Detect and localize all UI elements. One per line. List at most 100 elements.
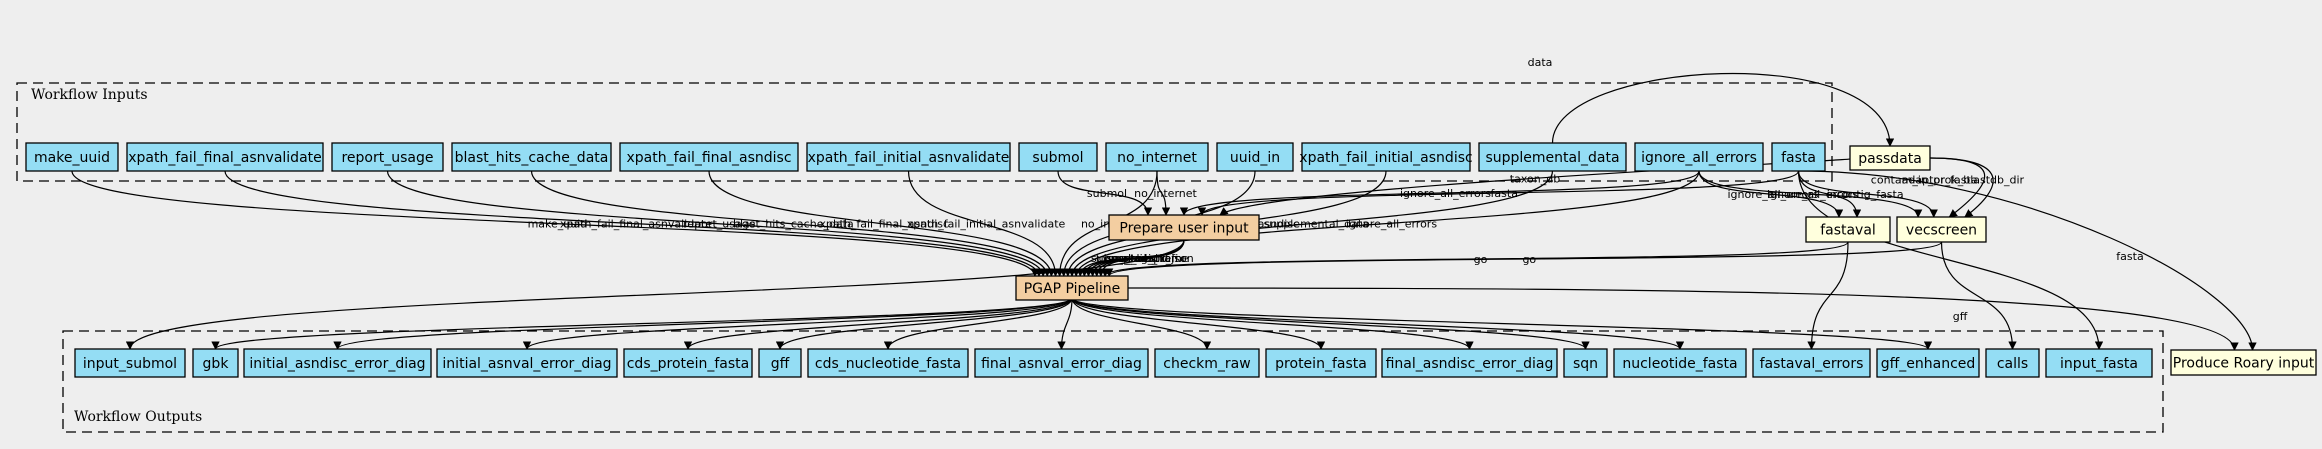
node-label: uuid_in (1230, 150, 1280, 166)
edge-line (1929, 157, 1994, 218)
node-out-cds-nucleotide-fasta[interactable]: cds_nucleotide_fasta (807, 348, 969, 378)
node-fastaval[interactable]: fastaval (1805, 216, 1891, 243)
node-label: initial_asndisc_error_diag (249, 356, 425, 372)
edge-ignore_all_errors-to-pgap: ignore_all_errors (1072, 170, 1700, 277)
node-out-input-submol[interactable]: input_submol (74, 348, 186, 378)
node-label: input_submol (83, 356, 177, 372)
node-box (1301, 142, 1471, 172)
node-label: gff_enhanced (1881, 356, 1976, 372)
node-xpath-fail-final-asnvalidate[interactable]: xpath_fail_final_asnvalidate (126, 142, 324, 172)
edge-line (1197, 170, 1800, 216)
edge-label: in (1827, 188, 1837, 201)
edge-pgap-to-out_protein_fasta (1071, 297, 1326, 350)
node-label: input_fasta (2060, 356, 2138, 372)
edge-pgap-to-out_gbk (211, 297, 1073, 350)
node-out-checkm-raw[interactable]: checkm_raw (1154, 348, 1260, 378)
node-box (1018, 142, 1098, 172)
node-label: vecscreen (1906, 223, 1977, 239)
node-box (1985, 348, 2040, 378)
edge-line (1698, 170, 1844, 218)
node-uuid-in[interactable]: uuid_in (1216, 142, 1294, 172)
edge-label: ignore_all_errors (1346, 218, 1437, 231)
node-blast-hits-cache-data[interactable]: blast_hits_cache_data (451, 142, 612, 172)
edge-supplemental_data-to-passdata: data (1528, 56, 1895, 147)
edge-label: adaptor_fasta (1902, 174, 1978, 187)
edge-blast_hits_cache_data-to-pgap: blast_hits_cache_data (530, 170, 1052, 277)
edge-line (1219, 157, 1857, 216)
node-xpath-fail-final-asndisc[interactable]: xpath_fail_final_asndisc (619, 142, 799, 172)
node-no-internet[interactable]: no_internet (1105, 142, 1209, 172)
node-box (74, 348, 186, 378)
node-box (331, 142, 444, 172)
edge-line (1072, 170, 1700, 277)
node-vecscreen[interactable]: vecscreen (1896, 216, 1987, 243)
edge-label: xpath_fail_final_asndisc (819, 218, 949, 231)
node-box (1563, 348, 1608, 378)
node-out-input-fasta[interactable]: input_fasta (2045, 348, 2153, 378)
node-box (192, 348, 239, 378)
cluster-outputs: Workflow Outputs (62, 330, 2164, 433)
node-label: blast_hits_cache_data (455, 150, 609, 166)
node-box (25, 142, 119, 172)
node-fasta[interactable]: fasta (1771, 142, 1826, 172)
node-label: checkm_raw (1163, 356, 1250, 372)
node-box (619, 142, 799, 172)
edge-line (708, 170, 1056, 277)
edge-line (1057, 297, 1073, 350)
node-passdata[interactable]: passdata (1849, 145, 1931, 171)
node-out-initial-asndisc-error-diag[interactable]: initial_asndisc_error_diag (243, 348, 432, 378)
edge-vecscreen-to-pgap: go (1105, 241, 1943, 277)
node-out-sqn[interactable]: sqn (1563, 348, 1608, 378)
edge-pgap-to-out_sqn (1071, 297, 1590, 350)
node-out-final-asnval-error-diag[interactable]: final_asnval_error_diag (974, 348, 1149, 378)
node-xpath-fail-initial-asnvalidate[interactable]: xpath_fail_initial_asnvalidate (806, 142, 1011, 172)
node-out-nucleotide-fasta[interactable]: nucleotide_fasta (1613, 348, 1747, 378)
node-box (758, 348, 802, 378)
node-label: cds_protein_fasta (627, 356, 750, 372)
node-submol[interactable]: submol (1018, 142, 1098, 172)
node-xpath-fail-initial-asndisc[interactable]: xpath_fail_initial_asndisc (1299, 142, 1473, 172)
edge-pgap-to-out_checkm_raw (1071, 297, 1212, 350)
node-label: report_usage (341, 150, 433, 166)
node-out-final-asndisc-error-diag[interactable]: final_asndisc_error_diag (1381, 348, 1558, 378)
node-box (1478, 142, 1627, 172)
edge-report_usage-to-pgap: report_usage (386, 170, 1048, 277)
edge-line (333, 297, 1073, 350)
edge-line (1105, 241, 1943, 277)
node-label: final_asnval_error_diag (981, 356, 1142, 372)
node-out-fastaval-errors[interactable]: fastaval_errors (1752, 348, 1871, 378)
node-report-usage[interactable]: report_usage (331, 142, 444, 172)
edge-fasta-to-vecscreen: contig_fasta (1797, 170, 1938, 218)
edge-line (1798, 170, 2257, 351)
edge-fastaval-to-out_fastaval_errors (1807, 241, 1849, 350)
edge-label: blast_hits_cache_data (733, 218, 854, 231)
edge-line (1071, 297, 1474, 350)
node-ignore-all-errors[interactable]: ignore_all_errors (1634, 142, 1764, 172)
node-prepare[interactable]: Prepare user input (1108, 214, 1260, 241)
node-out-calls[interactable]: calls (1985, 348, 2040, 378)
node-box (243, 348, 432, 378)
edge-passdata-to-prepare: taxon_db (1219, 157, 1857, 216)
node-out-cds-protein-fasta[interactable]: cds_protein_fasta (623, 348, 753, 378)
edge-xpath_fail_final_asndisc-to-pgap: xpath_fail_final_asndisc (708, 170, 1056, 277)
node-out-gff-enhanced[interactable]: gff_enhanced (1876, 348, 1980, 378)
node-label: make_uuid (34, 150, 110, 166)
node-out-protein-fasta[interactable]: protein_fasta (1265, 348, 1377, 378)
node-label: supplemental_data (1485, 150, 1619, 166)
edge-line (1057, 170, 1153, 216)
node-supplemental-data[interactable]: supplemental_data (1478, 142, 1627, 172)
node-box (1752, 348, 1871, 378)
node-make-uuid[interactable]: make_uuid (25, 142, 119, 172)
edge-pgap-to-out_gff (775, 297, 1073, 350)
edge-pgap-to-roary: gff (1127, 287, 2239, 351)
edge-xpath_fail_initial_asnvalidate-to-pgap: xpath_fail_initial_asnvalidate (907, 170, 1066, 277)
node-label: xpath_fail_initial_asnvalidate (808, 150, 1010, 166)
edge-line (1940, 241, 2017, 350)
node-pgap[interactable]: PGAP Pipeline (1015, 275, 1129, 301)
node-out-gff[interactable]: gff (758, 348, 802, 378)
node-roary[interactable]: Produce Roary input (2170, 349, 2317, 376)
edge-submol-to-prepare: submol (1057, 170, 1153, 216)
node-out-initial-asnval-error-diag[interactable]: initial_asnval_error_diag (436, 348, 618, 378)
node-out-gbk[interactable]: gbk (192, 348, 239, 378)
